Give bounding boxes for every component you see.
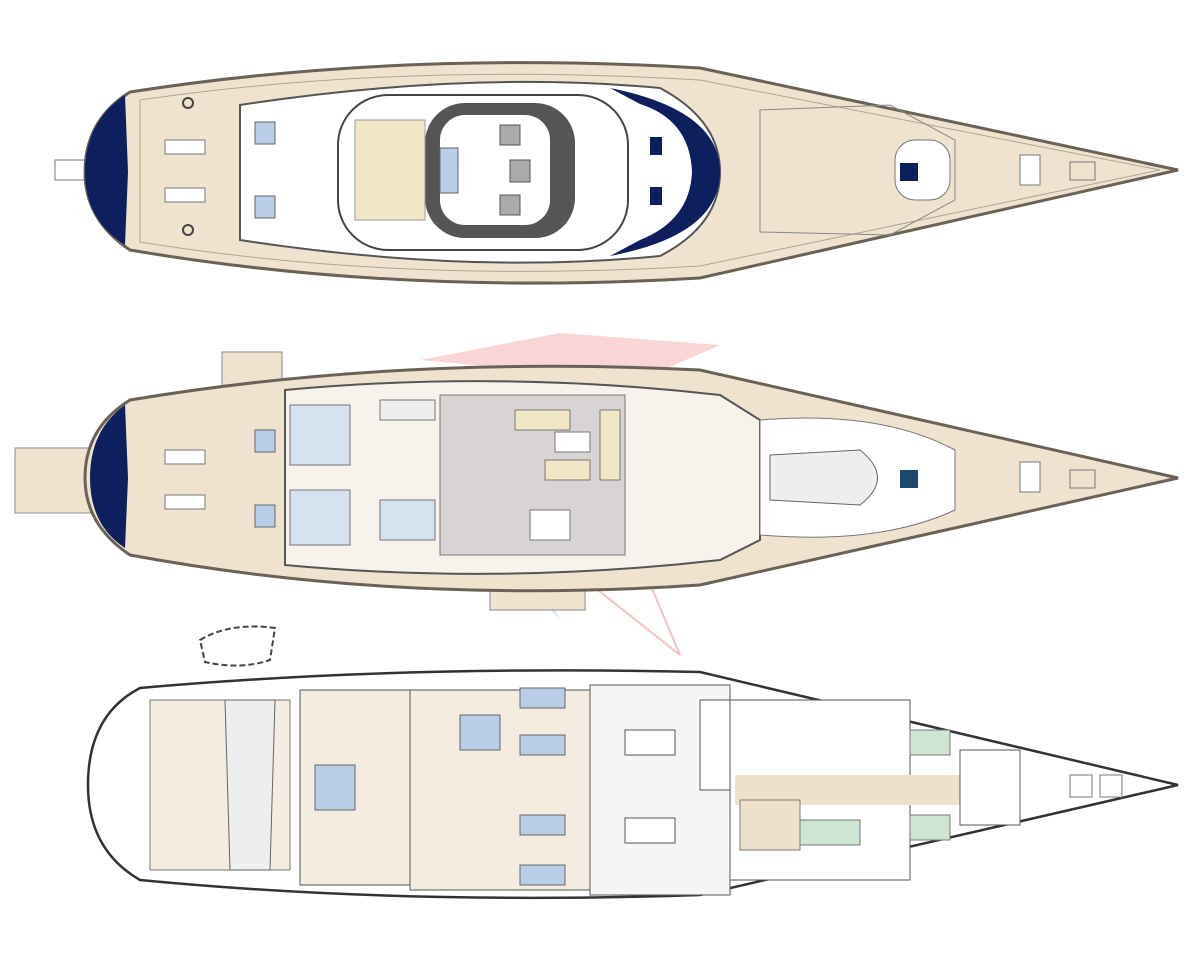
main-deck-plan [14,351,1179,611]
stern-cap [90,405,128,548]
lower-deck-plan [86,625,1179,900]
stern-cap [85,95,128,245]
sun-deck-plan [54,61,1179,285]
